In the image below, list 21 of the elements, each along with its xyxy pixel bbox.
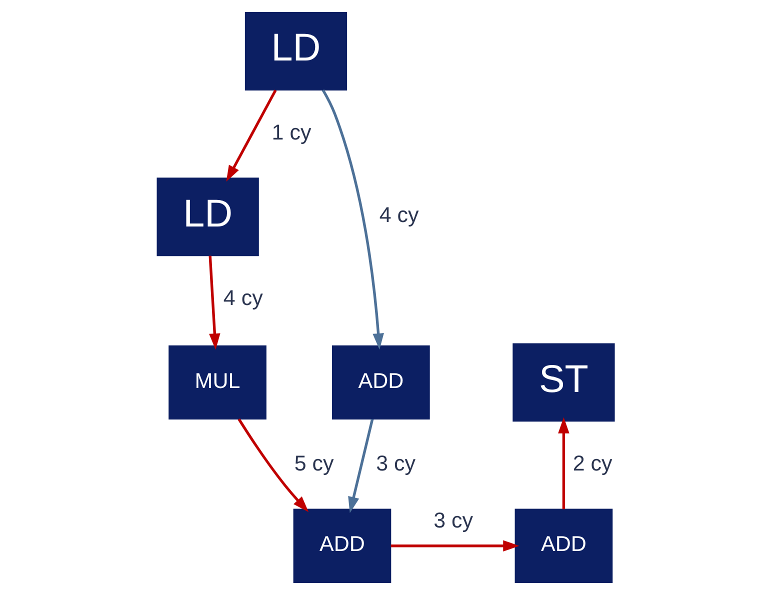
arrow [237,418,308,512]
edge-label: 1 cy [271,120,311,144]
node-box: ADD [332,345,430,420]
arrow [226,90,276,182]
node-box: LD [156,178,258,256]
arrow [208,256,220,350]
node-box: MUL [168,345,266,420]
edge-label: 2 cy [572,452,612,476]
arrow [321,89,384,350]
edge-label: 4 cy [378,203,418,228]
arrow [558,417,569,510]
edge-label: 5 cy [294,452,334,476]
arrow [348,419,374,514]
edge-label: 4 cy [222,286,262,310]
node-box: ADD [514,508,612,583]
node-box: ADD [292,508,391,583]
edge-label: 3 cy [433,508,473,533]
edge-label: 3 cy [376,452,416,476]
node-box: LD [244,12,347,91]
node-box: ST [512,343,614,422]
arrow [390,540,519,552]
